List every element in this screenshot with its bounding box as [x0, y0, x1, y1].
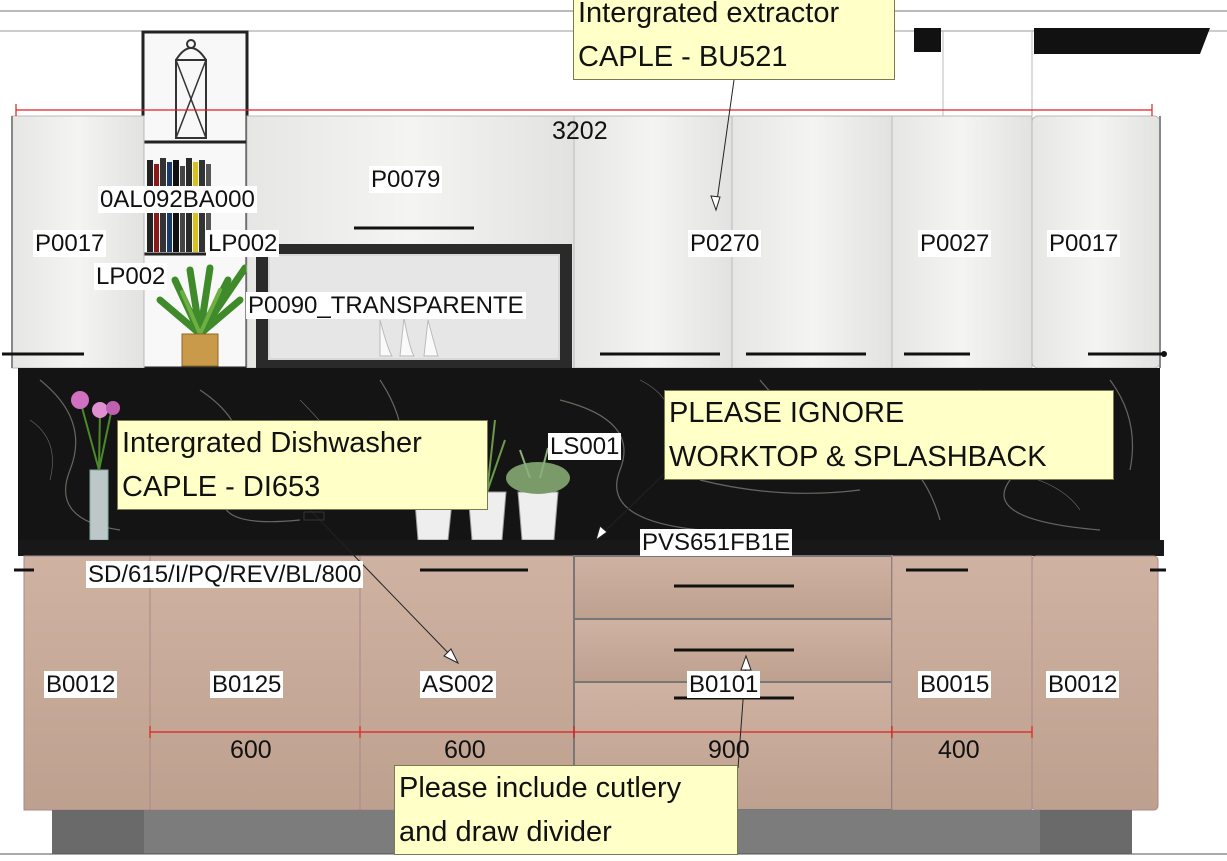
wall-label-p0270: P0270: [688, 230, 762, 257]
note-cutlery-line2: and draw divider: [399, 816, 612, 848]
base-dimension-line: [149, 726, 1033, 738]
lantern-icon: [175, 39, 207, 139]
worktop: [18, 540, 1164, 556]
wall-label-p0090: P0090_TRANSPARENTE: [246, 292, 526, 319]
base-label-b0125: B0125: [210, 671, 284, 698]
note-extractor-line1: Intergrated extractor: [578, 0, 840, 29]
note-dishwasher-line1: Intergrated Dishwasher: [122, 427, 422, 459]
base-dimension-600-b: 600: [444, 736, 486, 764]
base-dimension-900: 900: [708, 736, 750, 764]
wall-label-p0079: P0079: [369, 166, 443, 193]
note-cutlery-line1: Please include cutlery: [399, 772, 682, 804]
base-label-b0015: B0015: [918, 671, 992, 698]
note-extractor-line2: CAPLE - BU521: [578, 41, 788, 73]
note-dishwasher: Intergrated Dishwasher CAPLE - DI653: [117, 420, 488, 510]
wall-handles: [2, 226, 1166, 356]
wall-label-p0027: P0027: [918, 230, 992, 257]
overall-dimension: 3202: [552, 117, 608, 145]
potted-plant-icon: [156, 264, 249, 367]
wall-label-0al092ba000: 0AL092BA000: [98, 186, 257, 213]
mid-label-sd-615: SD/615/I/PQ/REV/BL/800: [86, 561, 364, 588]
wall-label-lp002-left: LP002: [94, 263, 168, 290]
note-dishwasher-line2: CAPLE - DI653: [122, 471, 321, 503]
base-label-b0012-right: B0012: [1046, 671, 1120, 698]
base-label-b0101: B0101: [687, 671, 761, 698]
note-ignore-line1: PLEASE IGNORE: [669, 397, 905, 429]
extractor-right-block: [1034, 28, 1210, 54]
wall-label-p0017-left: P0017: [33, 230, 107, 257]
wall-label-p0017-right: P0017: [1047, 230, 1121, 257]
overall-dimension-line: [15, 104, 1153, 116]
base-dimension-600-a: 600: [230, 736, 272, 764]
base-label-b0012-left: B0012: [44, 671, 118, 698]
leader-lines: [303, 79, 752, 769]
base-label-as002: AS002: [420, 671, 497, 698]
note-ignore: PLEASE IGNORE WORKTOP & SPLASHBACK: [664, 390, 1114, 480]
note-cutlery: Please include cutlery and draw divider: [394, 765, 738, 855]
extractor-left-block: [914, 28, 941, 52]
wall-label-lp002-right: LP002: [206, 230, 280, 257]
note-ignore-line2: WORKTOP & SPLASHBACK: [669, 441, 1047, 473]
base-handles: [14, 568, 1166, 700]
note-extractor: Intergrated extractor CAPLE - BU521: [573, 0, 895, 80]
mid-label-pvs651fb1e: PVS651FB1E: [640, 529, 793, 556]
mid-label-ls001: LS001: [548, 433, 622, 460]
flower-vase-icon: [71, 391, 120, 541]
base-dimension-400: 400: [938, 736, 980, 764]
